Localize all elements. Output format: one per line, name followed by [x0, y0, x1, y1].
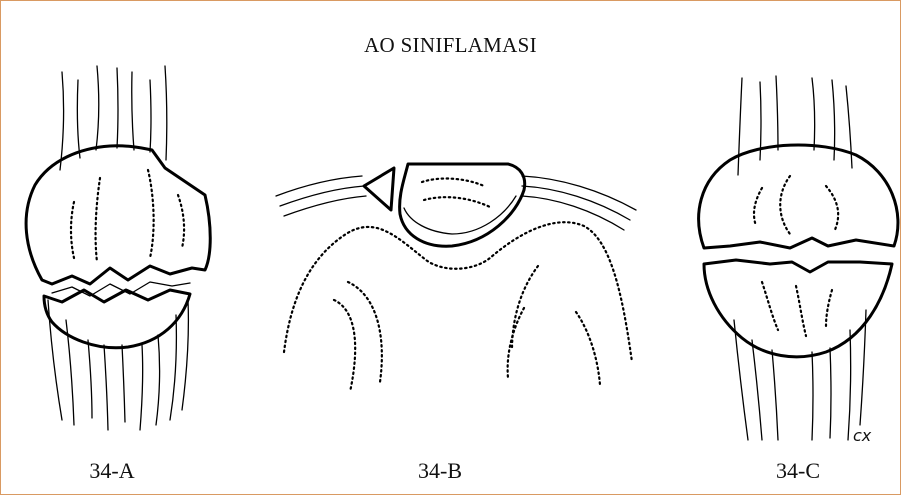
panel-b-condyle-outline — [508, 308, 524, 378]
panel-c-quadriceps-tendon — [738, 76, 852, 175]
panel-b-patella-inner-line — [404, 196, 516, 234]
panel-c-articular-outline — [780, 176, 790, 234]
panel-c-lower-fragment — [704, 260, 892, 357]
panel-c-upper-fragment — [699, 145, 898, 248]
panel-c-articular-outline — [826, 186, 838, 232]
panel-b-femur-outline — [284, 222, 632, 362]
panel-c-label: 34-C — [738, 458, 858, 484]
panel-b-articular-outline — [424, 197, 492, 208]
panel-c-articular-outline — [826, 290, 832, 326]
panel-b-articular-outline — [422, 179, 484, 186]
artist-signature: cx — [853, 426, 871, 445]
panel-b-drawing — [276, 164, 636, 392]
panel-a-lower-fragment — [44, 290, 190, 348]
panel-c-patellar-tendon — [734, 310, 866, 440]
panel-a-articular-outline — [148, 170, 154, 258]
panel-c-drawing — [699, 76, 898, 440]
panel-b-condyle-outline — [334, 300, 355, 392]
panel-b-label: 34-B — [380, 458, 500, 484]
panel-a-articular-outline — [71, 202, 74, 258]
panel-b-condyle-outline — [576, 312, 600, 385]
panel-c-articular-outline — [754, 188, 762, 226]
panel-a-articular-outline — [96, 178, 100, 262]
panel-b-tendon — [276, 176, 636, 230]
panel-b-avulsed-fragment — [364, 168, 394, 210]
panel-a-label: 34-A — [52, 458, 172, 484]
panel-c-articular-outline — [796, 286, 806, 336]
panel-a-articular-outline — [178, 195, 184, 248]
panel-a-patellar-tendon — [48, 300, 188, 430]
panel-c-articular-outline — [762, 282, 778, 330]
panel-a-drawing — [26, 66, 210, 430]
